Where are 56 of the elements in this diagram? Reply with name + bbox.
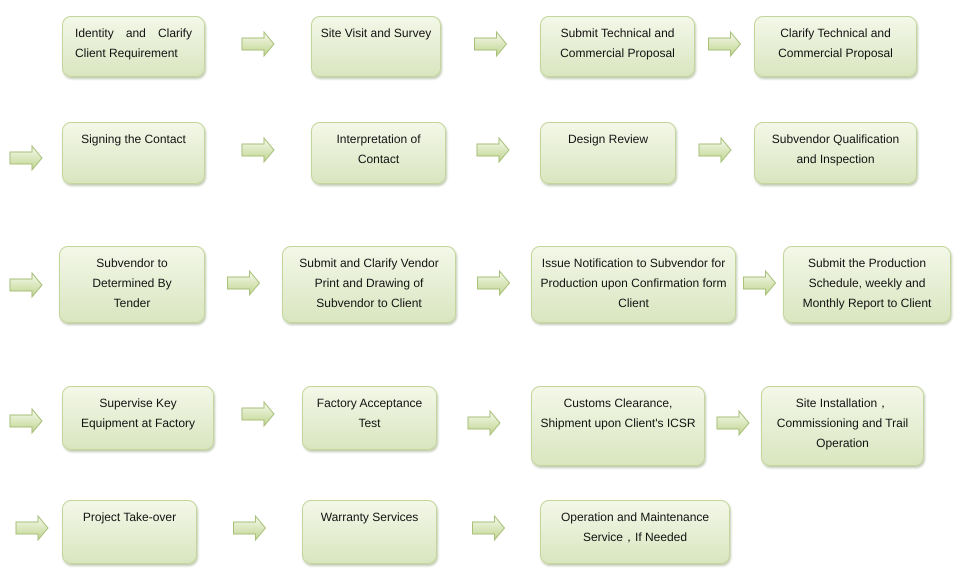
step-text: Project Take-over <box>82 509 178 526</box>
block-arrow <box>472 514 506 542</box>
block-arrow <box>477 270 510 296</box>
block-arrow <box>242 30 275 58</box>
block-arrow <box>233 514 266 542</box>
block-arrow <box>698 136 732 164</box>
step-text: Supervise Key Equipment at Factory <box>80 395 196 432</box>
process-box <box>783 246 951 323</box>
step-text: Submit and Clarify Vendor Print and Drawing of Subvendor to Client <box>298 255 440 312</box>
step-text: Identity and Clarify Client Requirement <box>75 25 192 62</box>
block-arrow <box>242 136 275 164</box>
step-text: Subvendor Qualification and Inspection <box>770 131 900 168</box>
process-box <box>311 16 441 77</box>
process-box <box>62 16 205 77</box>
block-arrow <box>708 30 742 58</box>
step-text: Submit Technical and Commercial Proposal <box>559 25 676 62</box>
step-text: Issue Notification to Subvendor for Production upon Confirmation form Client <box>540 255 727 312</box>
step-text: Submit the Production Schedule, weekly and Monthly Report to Client <box>802 255 932 312</box>
block-arrow <box>474 30 508 58</box>
block-arrow <box>743 270 776 296</box>
block-arrow <box>10 272 43 298</box>
step-text: Site Visit and Survey <box>320 25 432 42</box>
process-box <box>302 386 437 450</box>
block-arrow <box>476 136 510 164</box>
process-box <box>62 122 205 184</box>
process-box <box>754 16 917 77</box>
block-arrow <box>716 410 750 436</box>
process-box <box>761 386 924 466</box>
process-box <box>754 122 917 184</box>
process-box <box>59 246 205 323</box>
process-box <box>531 246 736 323</box>
step-text: Clarify Technical and Commercial Proposal <box>777 25 894 62</box>
block-arrow <box>10 408 43 434</box>
step-text: Operation and Maintenance Service，If Needed <box>560 509 710 546</box>
process-box <box>282 246 456 323</box>
block-arrow <box>16 514 49 542</box>
step-text: Signing the Contact <box>80 131 187 148</box>
step-text: Factory Acceptance Test <box>316 395 424 432</box>
process-box <box>311 122 446 184</box>
process-box <box>540 16 695 77</box>
block-arrow <box>227 270 260 296</box>
block-arrow <box>10 144 43 172</box>
step-text: Site Installation，Commissioning and Trail Operation <box>776 395 910 452</box>
process-box <box>540 500 730 564</box>
step-text: Customs Clearance, Shipment upon Client's ICSR <box>540 395 696 432</box>
process-box <box>531 386 705 466</box>
process-box <box>302 500 437 564</box>
process-box <box>62 386 214 450</box>
process-box <box>62 500 197 564</box>
step-text: Warranty Services <box>320 509 420 526</box>
step-text: Design Review <box>566 131 650 148</box>
step-text: Subvendor to Determined By Tender <box>91 255 173 312</box>
block-arrow <box>468 410 501 436</box>
block-arrow <box>242 400 275 428</box>
step-text: Interpretation of Contact <box>335 131 422 168</box>
process-box <box>540 122 676 184</box>
